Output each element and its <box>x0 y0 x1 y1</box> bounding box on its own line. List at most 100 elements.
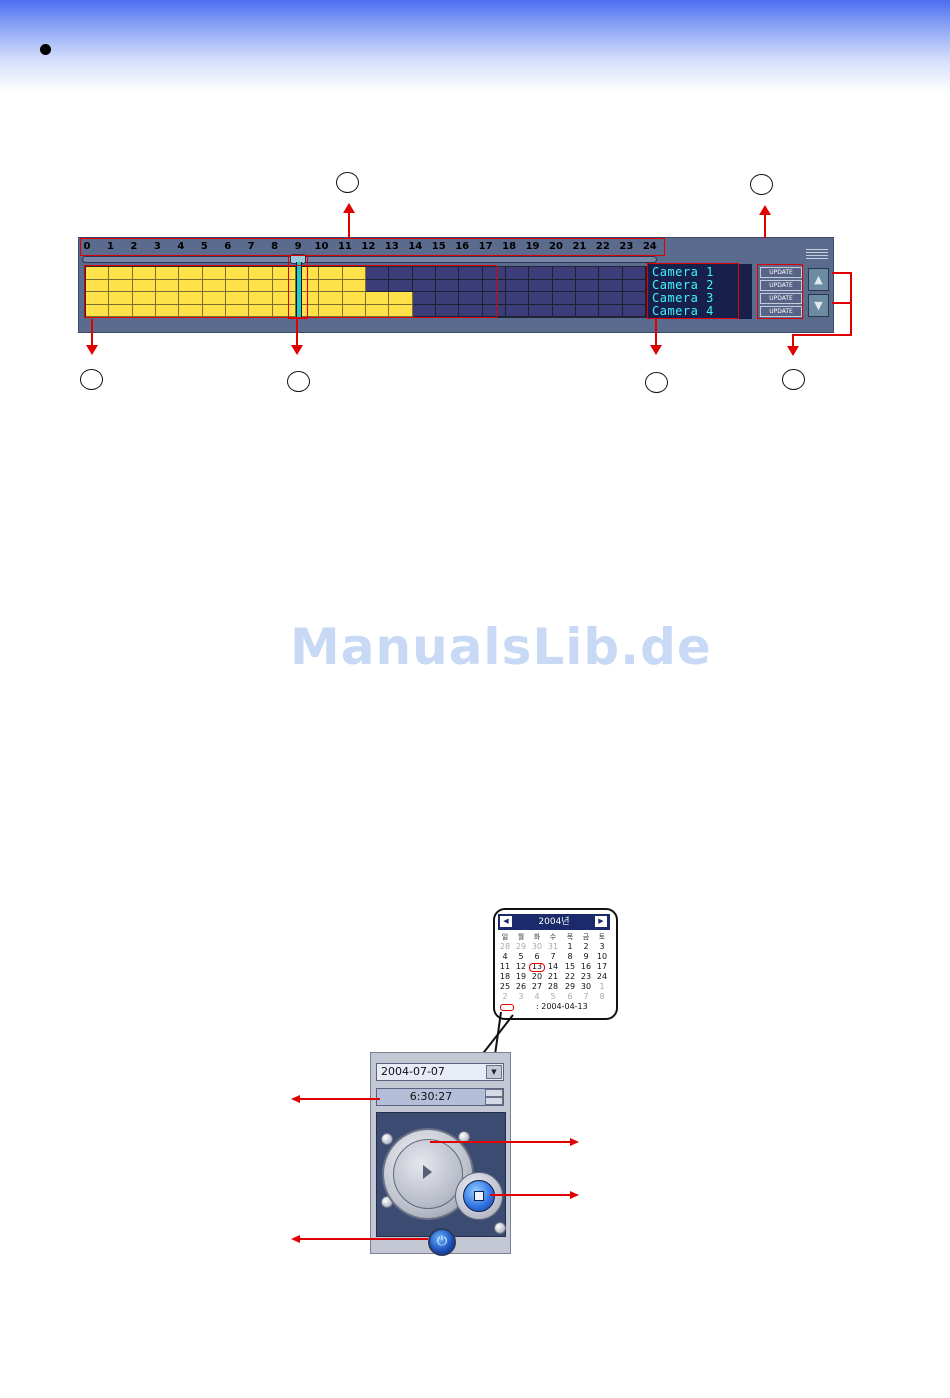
recording-grid[interactable] <box>85 266 647 318</box>
calendar-day[interactable]: 1 <box>599 982 605 991</box>
grid-cell[interactable] <box>249 267 273 280</box>
scroll-up-button[interactable]: ▲ <box>808 268 829 291</box>
grid-cell[interactable] <box>249 279 273 292</box>
grid-cell[interactable] <box>109 304 133 317</box>
grid-cell[interactable] <box>132 279 156 292</box>
next-month-button[interactable]: ▶ <box>595 916 607 927</box>
grid-cell[interactable] <box>599 304 623 317</box>
grid-cell[interactable] <box>226 267 250 280</box>
grid-cell[interactable] <box>226 292 250 305</box>
calendar-day[interactable]: 13 <box>531 962 543 971</box>
calendar-day[interactable]: 6 <box>567 992 573 1001</box>
grid-cell[interactable] <box>482 292 506 305</box>
grid-cell[interactable] <box>436 292 460 305</box>
update-button[interactable]: UPDATE <box>760 293 802 304</box>
grid-cell[interactable] <box>599 292 623 305</box>
playback-cursor[interactable] <box>296 262 302 319</box>
calendar-day[interactable]: 29 <box>515 942 527 951</box>
grid-cell[interactable] <box>86 292 110 305</box>
calendar-day[interactable]: 3 <box>599 942 605 951</box>
time-spin-up[interactable] <box>485 1089 503 1097</box>
scroll-down-button[interactable]: ▼ <box>808 294 829 317</box>
grid-cell[interactable] <box>389 292 413 305</box>
grid-cell[interactable] <box>109 292 133 305</box>
grid-cell[interactable] <box>272 304 296 317</box>
grid-cell[interactable] <box>576 267 600 280</box>
grid-cell[interactable] <box>202 279 226 292</box>
grid-cell[interactable] <box>179 267 203 280</box>
grid-cell[interactable] <box>366 279 390 292</box>
grid-cell[interactable] <box>506 304 530 317</box>
calendar-day[interactable]: 5 <box>518 952 524 961</box>
calendar-day[interactable]: 3 <box>518 992 524 1001</box>
grip-icon[interactable] <box>806 249 828 261</box>
calendar-day[interactable]: 7 <box>550 952 556 961</box>
calendar-day[interactable]: 4 <box>502 952 508 961</box>
calendar-day[interactable]: 2 <box>502 992 508 1001</box>
calendar-day[interactable]: 1 <box>567 942 573 951</box>
grid-cell[interactable] <box>412 304 436 317</box>
calendar-day[interactable]: 24 <box>596 972 608 981</box>
grid-cell[interactable] <box>529 267 553 280</box>
calendar-day[interactable]: 20 <box>531 972 543 981</box>
grid-cell[interactable] <box>389 267 413 280</box>
today-label[interactable]: : 2004-04-13 <box>536 1002 588 1011</box>
grid-cell[interactable] <box>226 279 250 292</box>
calendar-day[interactable]: 11 <box>499 962 511 971</box>
calendar-day[interactable]: 28 <box>547 982 559 991</box>
calendar-day[interactable]: 25 <box>499 982 511 991</box>
grid-cell[interactable] <box>202 267 226 280</box>
calendar-day[interactable]: 8 <box>567 952 573 961</box>
grid-cell[interactable] <box>552 267 576 280</box>
grid-cell[interactable] <box>319 292 343 305</box>
grid-cell[interactable] <box>342 304 366 317</box>
calendar-day[interactable]: 29 <box>564 982 576 991</box>
grid-cell[interactable] <box>179 304 203 317</box>
grid-cell[interactable] <box>482 304 506 317</box>
grid-cell[interactable] <box>342 267 366 280</box>
grid-cell[interactable] <box>86 267 110 280</box>
calendar-day[interactable]: 21 <box>547 972 559 981</box>
calendar-day[interactable]: 26 <box>515 982 527 991</box>
grid-cell[interactable] <box>179 292 203 305</box>
grid-cell[interactable] <box>436 267 460 280</box>
grid-cell[interactable] <box>552 304 576 317</box>
grid-cell[interactable] <box>576 279 600 292</box>
grid-cell[interactable] <box>202 304 226 317</box>
calendar-day[interactable]: 2 <box>583 942 589 951</box>
grid-cell[interactable] <box>86 279 110 292</box>
update-button[interactable]: UPDATE <box>760 267 802 278</box>
grid-cell[interactable] <box>599 279 623 292</box>
calendar-day[interactable]: 5 <box>550 992 556 1001</box>
calendar-day[interactable]: 4 <box>534 992 540 1001</box>
grid-cell[interactable] <box>226 304 250 317</box>
grid-cell[interactable] <box>249 292 273 305</box>
update-button[interactable]: UPDATE <box>760 306 802 317</box>
grid-cell[interactable] <box>389 279 413 292</box>
grid-cell[interactable] <box>552 292 576 305</box>
grid-cell[interactable] <box>622 304 646 317</box>
grid-cell[interactable] <box>436 279 460 292</box>
calendar-day[interactable]: 8 <box>599 992 605 1001</box>
calendar-day[interactable]: 15 <box>564 962 576 971</box>
grid-cell[interactable] <box>366 267 390 280</box>
calendar-day[interactable]: 9 <box>583 952 589 961</box>
time-slider-track[interactable] <box>82 256 657 263</box>
grid-cell[interactable] <box>319 267 343 280</box>
grid-cell[interactable] <box>576 292 600 305</box>
grid-cell[interactable] <box>179 279 203 292</box>
grid-cell[interactable] <box>156 279 180 292</box>
calendar-day[interactable]: 28 <box>499 942 511 951</box>
grid-cell[interactable] <box>459 267 483 280</box>
calendar-day[interactable]: 22 <box>564 972 576 981</box>
calendar-day[interactable]: 27 <box>531 982 543 991</box>
calendar-day[interactable]: 6 <box>534 952 540 961</box>
grid-cell[interactable] <box>552 279 576 292</box>
calendar-day[interactable]: 12 <box>515 962 527 971</box>
prev-month-button[interactable]: ◀ <box>500 916 512 927</box>
grid-cell[interactable] <box>366 304 390 317</box>
grid-cell[interactable] <box>249 304 273 317</box>
grid-cell[interactable] <box>86 304 110 317</box>
grid-cell[interactable] <box>576 304 600 317</box>
grid-cell[interactable] <box>366 292 390 305</box>
